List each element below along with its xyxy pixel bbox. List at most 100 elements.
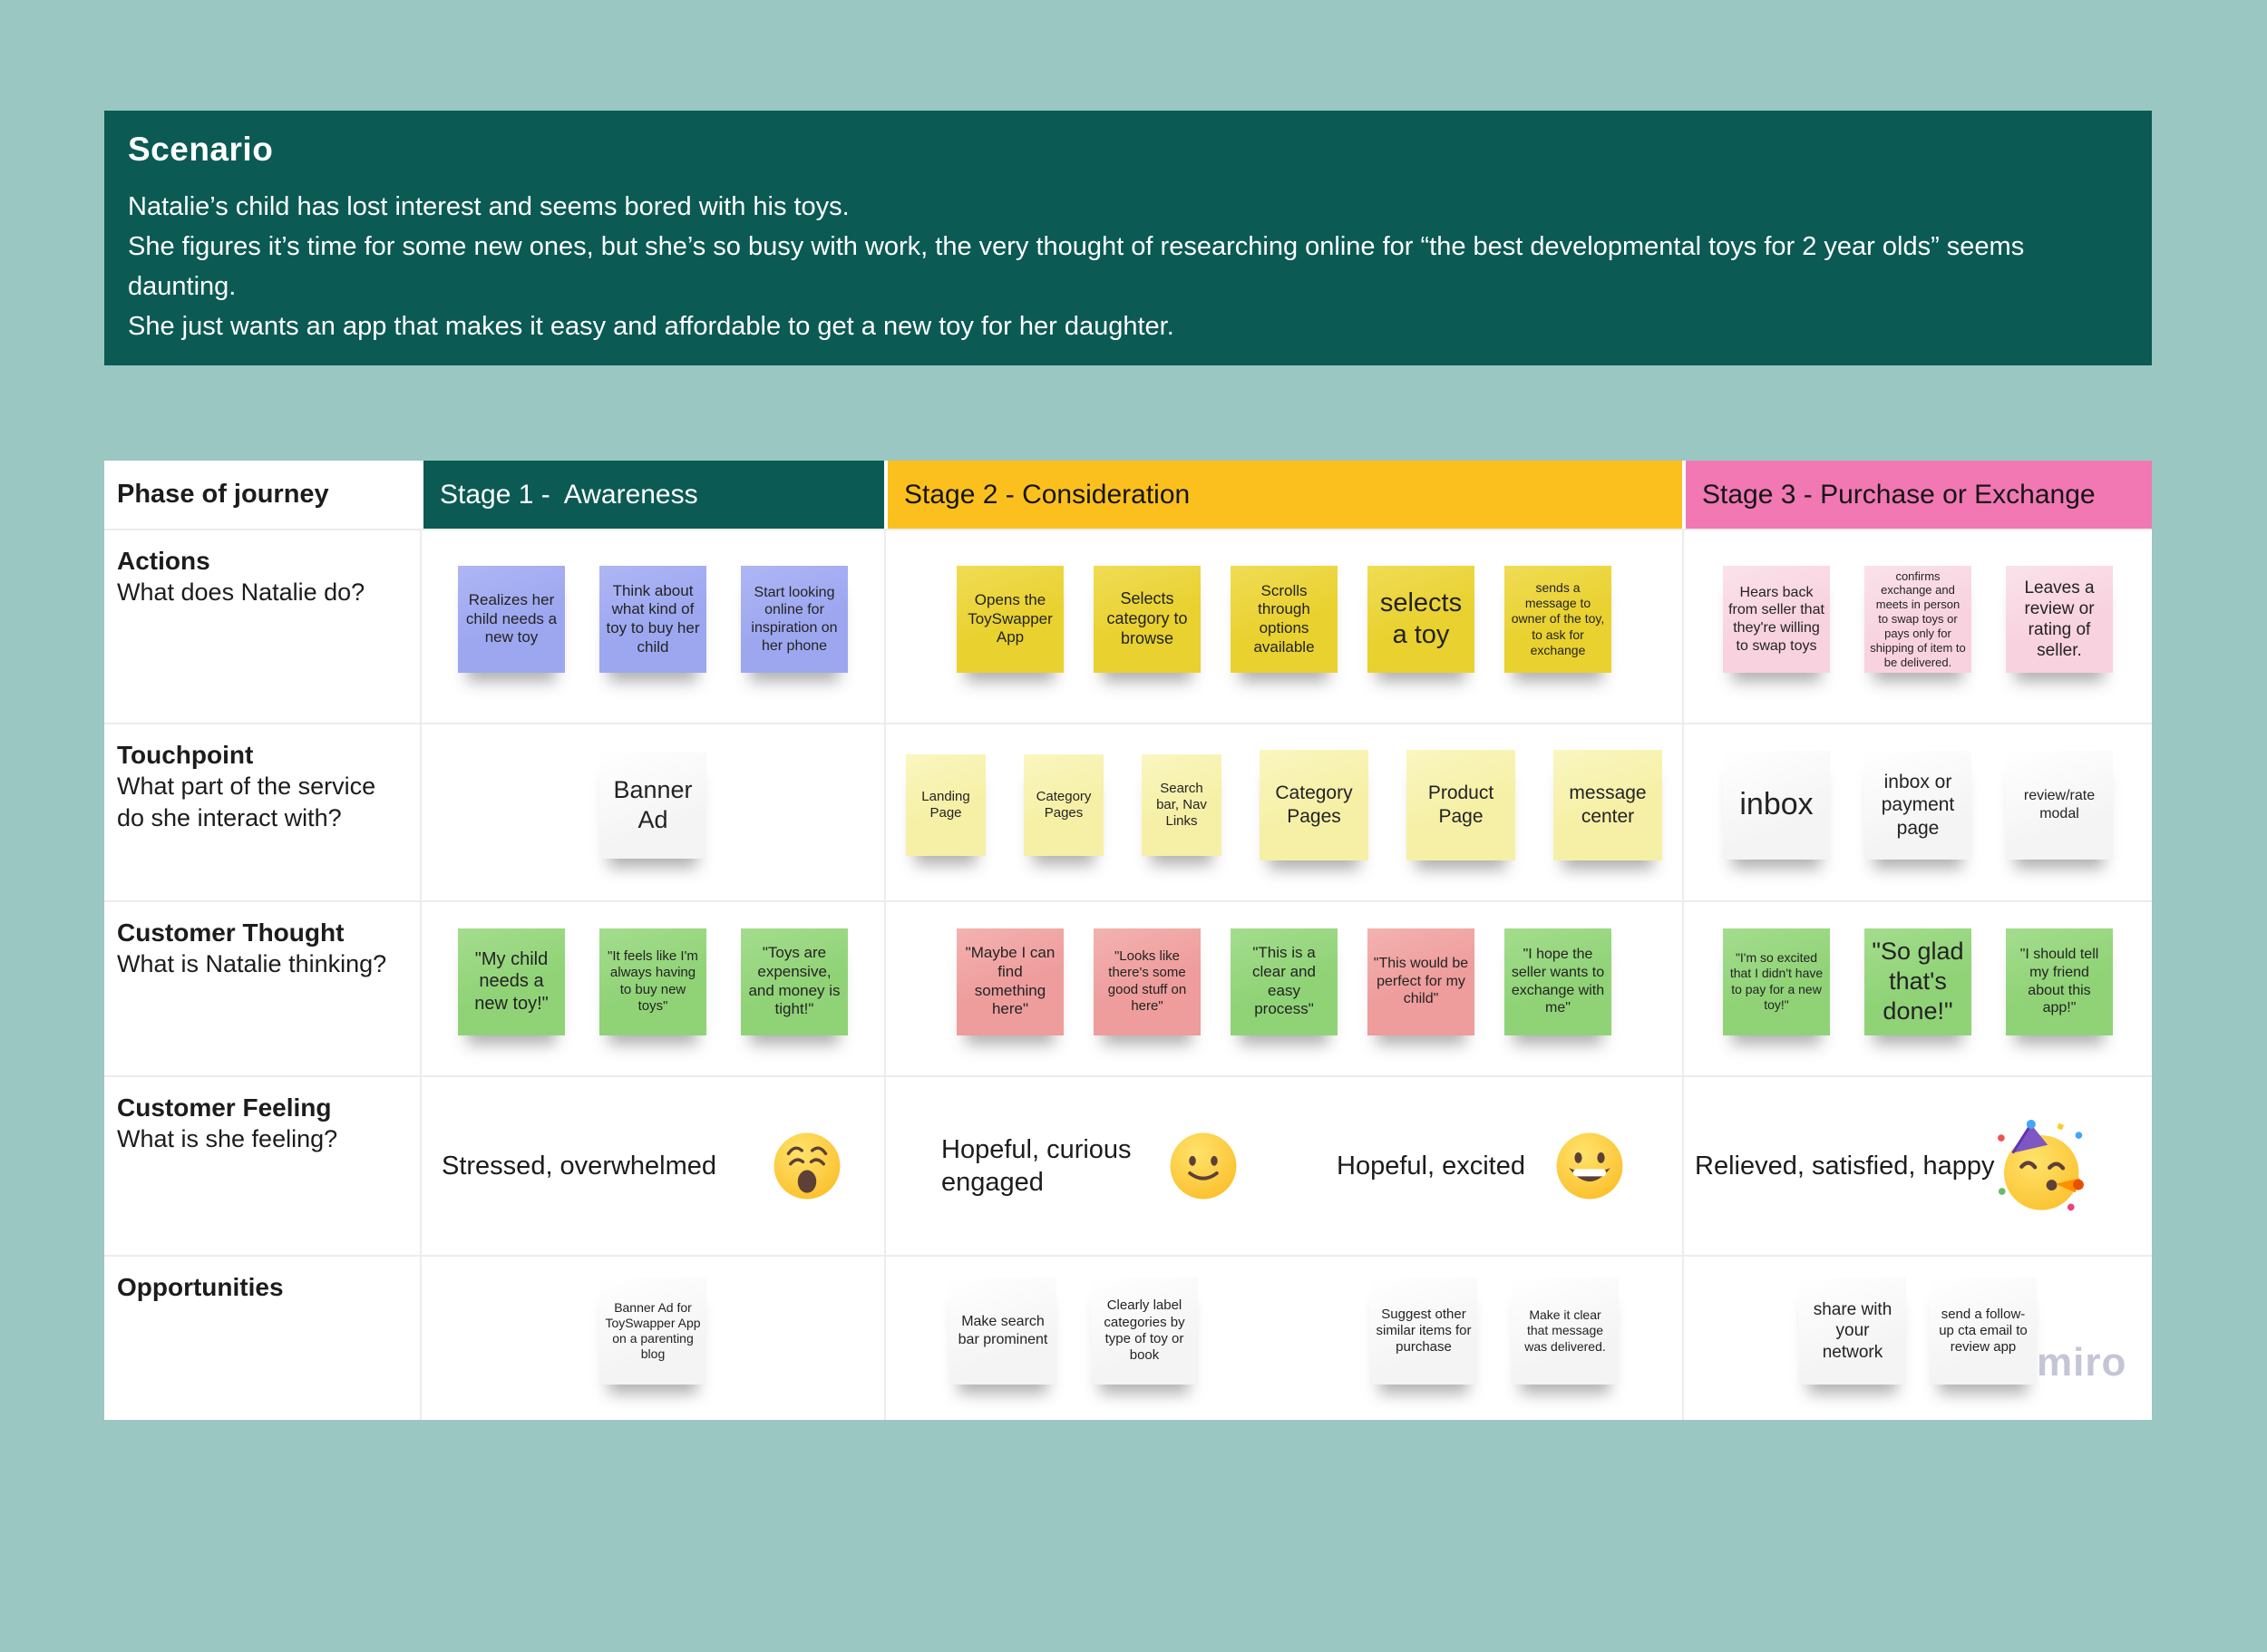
row-title: Customer Thought bbox=[117, 918, 345, 947]
sticky-note-text: review/rate modal bbox=[2023, 788, 2096, 821]
sticky-note-text: inbox or payment page bbox=[1881, 771, 1955, 839]
sticky-note[interactable]: inbox bbox=[1723, 751, 1830, 860]
phase-of-journey-header: Phase of journey bbox=[104, 461, 420, 529]
sticky-note[interactable]: confirms exchange and meets in person to… bbox=[1864, 566, 1971, 673]
stage1-awareness-header[interactable]: Stage 1 - Awareness bbox=[420, 461, 884, 529]
opportunities-stage3-cell: share with your network send a follow-up … bbox=[1682, 1255, 2152, 1420]
sticky-note-text: "So glad that's done!" bbox=[1872, 938, 1964, 1025]
sticky-note-text: "I should tell my friend about this app!… bbox=[2019, 947, 2099, 1016]
sticky-note[interactable]: Make search bar prominent bbox=[949, 1278, 1056, 1385]
sticky-note[interactable]: "I'm so excited that I didn't have to pa… bbox=[1723, 928, 1830, 1035]
actions-stage1-cell: Realizes her child needs a new toy Think … bbox=[420, 529, 884, 723]
sticky-note-text: "It feels like I'm always having to buy … bbox=[608, 947, 698, 1014]
grinning-face-emoji[interactable] bbox=[1552, 1129, 1627, 1203]
sticky-note[interactable]: Selects category to browse bbox=[1094, 566, 1201, 673]
sticky-note[interactable]: Clearly label categories by type of toy … bbox=[1091, 1278, 1198, 1385]
thought-stage2-cell: "Maybe I can find something here" "Looks … bbox=[884, 900, 1682, 1075]
sticky-note[interactable]: Product Page bbox=[1406, 750, 1515, 860]
slightly-smiling-face-emoji[interactable] bbox=[1166, 1129, 1241, 1203]
feeling-text: Relieved, satisfied, happy bbox=[1695, 1151, 1995, 1181]
actions-stage3-cell: Hears back from seller that they're will… bbox=[1682, 529, 2152, 723]
sticky-note[interactable]: Landing Page bbox=[906, 754, 986, 856]
row-header-customer-feeling: Customer Feeling What is she feeling? bbox=[104, 1075, 420, 1255]
sticky-note[interactable]: "I should tell my friend about this app!… bbox=[2006, 928, 2113, 1035]
sticky-note[interactable]: "Looks like there's some good stuff on h… bbox=[1094, 928, 1201, 1035]
sticky-note-text: "Looks like there's some good stuff on h… bbox=[1107, 947, 1187, 1014]
sticky-note[interactable]: Banner Ad for ToySwapper App on a parent… bbox=[599, 1278, 706, 1385]
miro-logo: miro bbox=[2037, 1340, 2127, 1385]
sticky-note[interactable]: "This is a clear and easy process" bbox=[1231, 928, 1338, 1035]
sticky-note-text: Landing Page bbox=[921, 788, 970, 821]
sticky-note[interactable]: "It feels like I'm always having to buy … bbox=[599, 928, 706, 1035]
sticky-note[interactable]: sends a message to owner of the toy, to … bbox=[1504, 566, 1611, 673]
sticky-note-text: "I hope the seller wants to exchange wit… bbox=[1511, 947, 1605, 1016]
scenario-panel[interactable]: Scenario Natalie’s child has lost intere… bbox=[104, 111, 2152, 365]
touchpoint-stage2-cell: Landing Page Category Pages Search bar, Na… bbox=[884, 723, 1682, 900]
row-title: Opportunities bbox=[117, 1273, 284, 1301]
sticky-note[interactable]: Banner Ad bbox=[599, 752, 706, 859]
touchpoint-stage3-cell: inbox inbox or payment page review/rate mo… bbox=[1682, 723, 2152, 900]
sticky-note-text: "This would be perfect for my child" bbox=[1373, 956, 1469, 1007]
sticky-note[interactable]: Leaves a review or rating of seller. bbox=[2006, 566, 2113, 673]
feeling-stage2-cell: Hopeful, curious engaged Hopeful, excite… bbox=[884, 1075, 1682, 1255]
sticky-note[interactable]: "So glad that's done!" bbox=[1864, 928, 1971, 1035]
sticky-note[interactable]: review/rate modal bbox=[2006, 751, 2113, 860]
feeling-stage1-cell: Stressed, overwhelmed bbox=[420, 1075, 884, 1255]
sticky-note[interactable]: "This would be perfect for my child" bbox=[1367, 928, 1474, 1035]
sticky-note-text: confirms exchange and meets in person to… bbox=[1870, 568, 1966, 669]
row-header-actions: Actions What does Natalie do? bbox=[104, 529, 420, 723]
weary-face-emoji[interactable] bbox=[770, 1129, 844, 1203]
sticky-note-text: sends a message to owner of the toy, to … bbox=[1511, 580, 1605, 657]
sticky-note-text: Banner Ad bbox=[613, 776, 693, 833]
stage3-purchase-header[interactable]: Stage 3 - Purchase or Exchange bbox=[1682, 461, 2152, 529]
partying-face-emoji[interactable] bbox=[1991, 1116, 2091, 1216]
sticky-note[interactable]: Search bar, Nav Links bbox=[1142, 754, 1221, 856]
sticky-note[interactable]: "I hope the seller wants to exchange wit… bbox=[1504, 928, 1611, 1035]
sticky-note-text: send a follow-up cta email to review app bbox=[1939, 1306, 2028, 1356]
actions-stage2-cell: Opens the ToySwapper App Selects category… bbox=[884, 529, 1682, 723]
sticky-note[interactable]: Think about what kind of toy to buy her … bbox=[599, 566, 706, 673]
sticky-note-text: Realizes her child needs a new toy bbox=[465, 590, 558, 646]
sticky-note[interactable]: Realizes her child needs a new toy bbox=[458, 566, 565, 673]
sticky-note[interactable]: message center bbox=[1553, 750, 1662, 860]
sticky-note[interactable]: Hears back from seller that they're will… bbox=[1723, 566, 1830, 673]
row-subtitle: What part of the service do she interact… bbox=[117, 773, 376, 831]
stage3-label: Stage 3 - Purchase or Exchange bbox=[1702, 479, 2096, 510]
stage2-label: Stage 2 - Consideration bbox=[904, 479, 1191, 510]
sticky-note[interactable]: "Toys are expensive, and money is tight!… bbox=[741, 928, 848, 1035]
sticky-note-text: message center bbox=[1569, 782, 1647, 827]
sticky-note[interactable]: selects a toy bbox=[1367, 566, 1474, 673]
journey-table: Phase of journey Stage 1 - Awareness Sta… bbox=[104, 461, 2152, 1420]
sticky-note-text: Opens the ToySwapper App bbox=[968, 590, 1053, 646]
sticky-note-text: Make search bar prominent bbox=[958, 1314, 1048, 1347]
row-title: Touchpoint bbox=[117, 741, 254, 769]
sticky-note[interactable]: "Maybe I can find something here" bbox=[957, 928, 1064, 1035]
thought-stage1-cell: "My child needs a new toy!" "It feels lik… bbox=[420, 900, 884, 1075]
sticky-note-text: "This is a clear and easy process" bbox=[1252, 944, 1316, 1018]
opportunities-stage1-cell: Banner Ad for ToySwapper App on a parent… bbox=[420, 1255, 884, 1420]
sticky-note-text: Scrolls through options available bbox=[1253, 581, 1315, 656]
phase-of-journey-label: Phase of journey bbox=[117, 480, 329, 509]
sticky-note[interactable]: send a follow-up cta email to review app bbox=[1930, 1278, 2037, 1385]
sticky-note[interactable]: inbox or payment page bbox=[1864, 751, 1971, 860]
sticky-note-text: Banner Ad for ToySwapper App on a parent… bbox=[605, 1299, 701, 1362]
row-subtitle: What does Natalie do? bbox=[117, 578, 365, 606]
row-subtitle: What is Natalie thinking? bbox=[117, 950, 387, 977]
sticky-note-text: Start looking online for inspiration on … bbox=[751, 584, 838, 654]
stage2-consideration-header[interactable]: Stage 2 - Consideration bbox=[884, 461, 1682, 529]
sticky-note[interactable]: "My child needs a new toy!" bbox=[458, 928, 565, 1035]
sticky-note[interactable]: share with your network bbox=[1799, 1278, 1906, 1385]
sticky-note[interactable]: Scrolls through options available bbox=[1231, 566, 1338, 673]
sticky-note-text: Product Page bbox=[1427, 782, 1494, 827]
sticky-note-text: Hears back from seller that they're will… bbox=[1728, 584, 1824, 654]
sticky-note[interactable]: Suggest other similar items for purchase bbox=[1370, 1278, 1477, 1385]
sticky-note-text: Leaves a review or rating of seller. bbox=[2024, 578, 2095, 661]
sticky-note[interactable]: Category Pages bbox=[1260, 750, 1368, 860]
sticky-note[interactable]: Opens the ToySwapper App bbox=[957, 566, 1064, 673]
scenario-line: Natalie’s child has lost interest and se… bbox=[128, 192, 850, 221]
sticky-note[interactable]: Category Pages bbox=[1024, 754, 1104, 856]
sticky-note[interactable]: Start looking online for inspiration on … bbox=[741, 566, 848, 673]
scenario-line: She figures it’s time for some new ones,… bbox=[128, 232, 2025, 301]
sticky-note[interactable]: Make it clear that message was delivered… bbox=[1512, 1278, 1619, 1385]
row-header-touchpoint: Touchpoint What part of the service do s… bbox=[104, 723, 420, 900]
